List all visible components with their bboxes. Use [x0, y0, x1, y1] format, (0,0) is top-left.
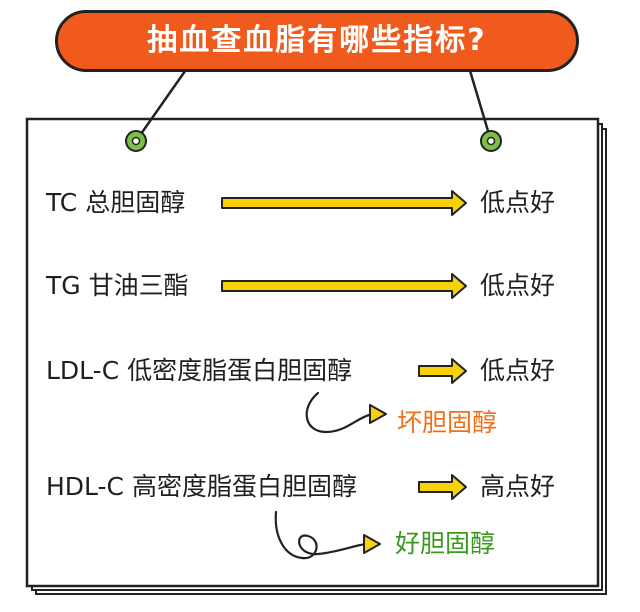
arrow-icon-tc — [221, 190, 467, 216]
arrow-icon-hdl — [418, 474, 467, 500]
row-label-hdl: HDL-C 高密度脂蛋白胆固醇 — [46, 472, 357, 501]
page-title: 抽血查血脂有哪些指标? — [147, 23, 487, 58]
hanging-string-right — [466, 63, 493, 142]
arrow-icon-ldl — [418, 358, 467, 384]
row-result-hdl: 高点好 — [480, 472, 556, 501]
paper-sheet-front — [25, 117, 600, 588]
note-good-cholesterol: 好胆固醇 — [395, 529, 496, 558]
row-label-tc: TC 总胆固醇 — [46, 188, 186, 217]
row-result-ldl: 低点好 — [480, 356, 556, 385]
squiggle-arrow-bad — [305, 391, 374, 434]
squiggle-arrow-good — [274, 510, 368, 560]
squiggle-arrowhead-bad-icon — [369, 404, 387, 424]
squiggle-arrowhead-good-icon — [363, 534, 381, 554]
note-bad-cholesterol: 坏胆固醇 — [397, 408, 498, 437]
arrow-icon-tg — [221, 273, 467, 299]
hanging-string-left — [134, 63, 192, 142]
row-result-tg: 低点好 — [480, 271, 556, 300]
row-result-tc: 低点好 — [480, 188, 556, 217]
row-label-ldl: LDL-C 低密度脂蛋白胆固醇 — [46, 356, 353, 385]
row-label-tg: TG 甘油三酯 — [46, 271, 189, 300]
title-banner: 抽血查血脂有哪些指标? — [55, 10, 579, 72]
